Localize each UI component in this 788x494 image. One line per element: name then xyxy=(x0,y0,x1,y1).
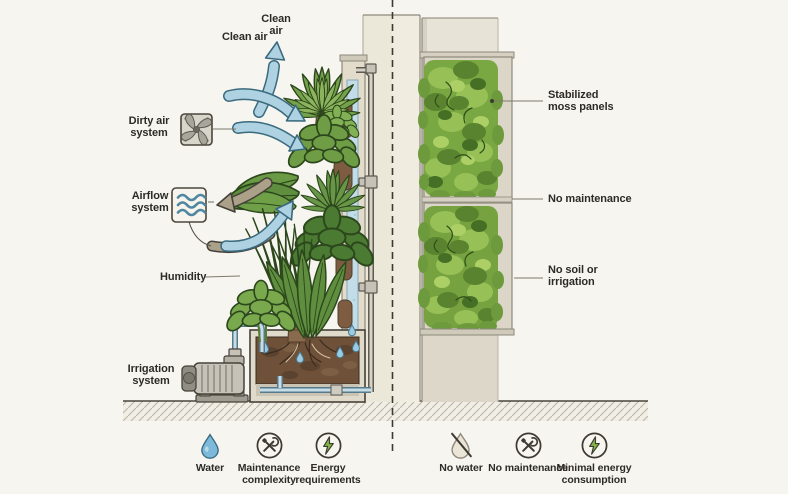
moss-panel-bottom xyxy=(418,196,515,336)
no-soil-or-irrigation-label: No soil or irrigation xyxy=(548,264,598,289)
no-water-icon xyxy=(448,430,474,460)
dirty-air-system-label: Dirty air system xyxy=(128,115,170,140)
legend-item-water: Water xyxy=(160,430,260,475)
legend-item-minimal-energy: Minimal energy consumption xyxy=(544,430,644,487)
humidity-label: Humidity xyxy=(160,271,207,283)
airflow-arrows xyxy=(206,41,306,253)
clean-air-label: Clean air xyxy=(222,31,268,43)
minimal-energy-icon xyxy=(580,430,609,460)
airflow-system-label: Airflow system xyxy=(131,190,169,215)
water-drop-icon xyxy=(198,430,222,460)
ground xyxy=(123,400,648,421)
living-wall-plants xyxy=(222,66,378,343)
wall-pipe xyxy=(356,63,378,392)
moss-panel-top xyxy=(418,51,515,201)
airflow-waves-icon xyxy=(171,187,207,223)
leader-dot xyxy=(490,99,494,103)
exhaust-fan-icon xyxy=(180,113,213,146)
legend-item-maintenance-complexity: Maintenance complexity xyxy=(219,430,319,487)
irrigation-system-label: Irrigation system xyxy=(127,363,175,388)
no-maintenance-label: No maintenance xyxy=(548,193,632,205)
no-maintenance-icon xyxy=(514,430,543,460)
clean-air-top-label: Clean air xyxy=(261,13,291,38)
legend-item-no-maintenance: No maintenance xyxy=(478,430,578,475)
stabilized-moss-panels-label: Stabilized moss panels xyxy=(548,89,614,114)
legend-item-energy-requirements: Energy requirements xyxy=(278,430,378,487)
legend-item-no-water: No water xyxy=(411,430,511,475)
water-pump xyxy=(181,321,265,403)
planter-box xyxy=(249,324,371,403)
energy-requirements-icon xyxy=(314,430,343,460)
leader-lines xyxy=(188,100,543,279)
maintenance-complexity-icon xyxy=(255,430,284,460)
